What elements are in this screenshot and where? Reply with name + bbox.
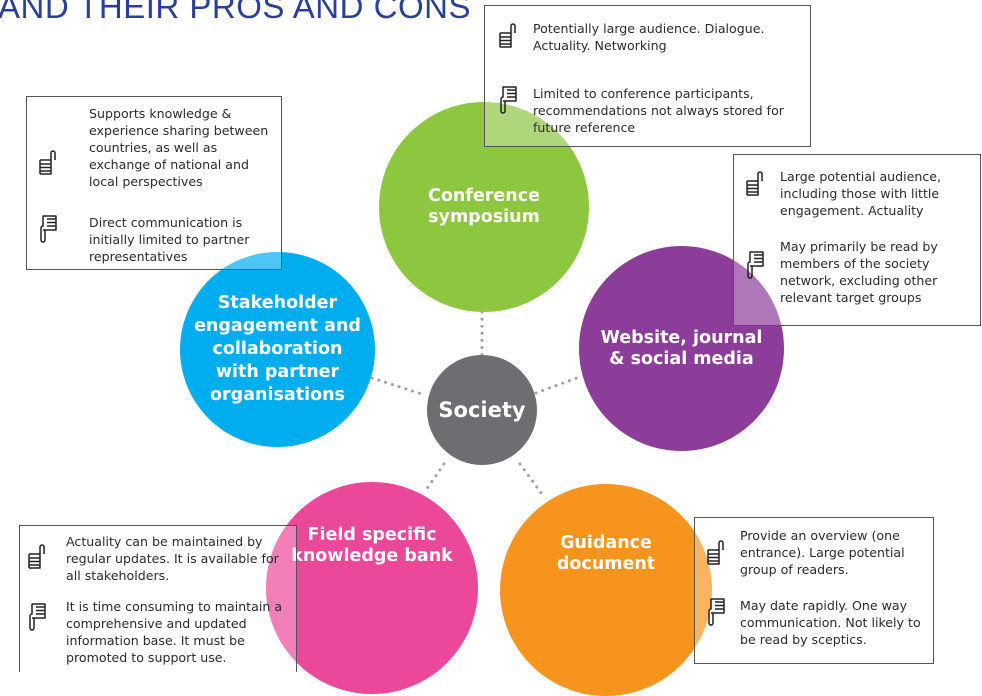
- thumbs-up-icon: [39, 150, 56, 175]
- knowledge-bank-pro-text: Actuality can be maintained by regular u…: [66, 534, 279, 583]
- knowledge-bank-con-text: It is time consuming to maintain a compr…: [66, 599, 283, 665]
- thumbs-up-icon: [707, 540, 724, 565]
- website-con-text: May primarily be read by members of the …: [780, 239, 938, 305]
- stakeholder-con-text: Direct communication is initially limite…: [89, 215, 250, 264]
- thumbs-down-icon: [500, 86, 517, 114]
- guidance-pro-text: Provide an overview (one entrance). Larg…: [740, 528, 905, 577]
- thumbs-down-icon: [40, 215, 57, 243]
- knowledge-bank-pros-cons-box: Actuality can be maintained by regular u…: [19, 525, 297, 672]
- stakeholder-pros-cons-box: Supports knowledge & experience sharing …: [26, 96, 282, 270]
- connector-knowledge-bank: [424, 462, 446, 492]
- conference-con-text: Limited to conference participants, reco…: [533, 86, 784, 135]
- thumbs-down-icon: [29, 603, 46, 631]
- thumbs-up-icon: [746, 171, 763, 196]
- thumbs-up-icon: [499, 23, 516, 48]
- society-circle: Society: [427, 355, 537, 465]
- connector-website: [534, 374, 584, 395]
- conference-pro-text: Potentially large audience. Dialogue. Ac…: [533, 21, 765, 53]
- connector-stakeholder: [370, 376, 427, 397]
- page-title: AND THEIR PROS AND CONS: [0, 0, 471, 25]
- guidance-pros-cons-box: Provide an overview (one entrance). Larg…: [694, 517, 934, 664]
- thumbs-down-icon: [747, 251, 764, 279]
- connector-guidance: [518, 462, 544, 496]
- thumbs-up-icon: [28, 544, 45, 569]
- website-circle: Website, journal& social media: [579, 246, 784, 451]
- stakeholder-circle: Stakeholder engagement and collaboration…: [180, 252, 375, 447]
- guidance-con-text: May date rapidly. One way communication.…: [740, 598, 921, 647]
- stakeholder-pro-text: Supports knowledge & experience sharing …: [89, 106, 269, 189]
- conference-pros-cons-box: Potentially large audience. Dialogue. Ac…: [484, 5, 811, 147]
- thumbs-down-icon: [708, 598, 725, 626]
- website-pro-text: Large potential audience, including thos…: [780, 169, 942, 218]
- website-pros-cons-box: Large potential audience, including thos…: [733, 154, 981, 326]
